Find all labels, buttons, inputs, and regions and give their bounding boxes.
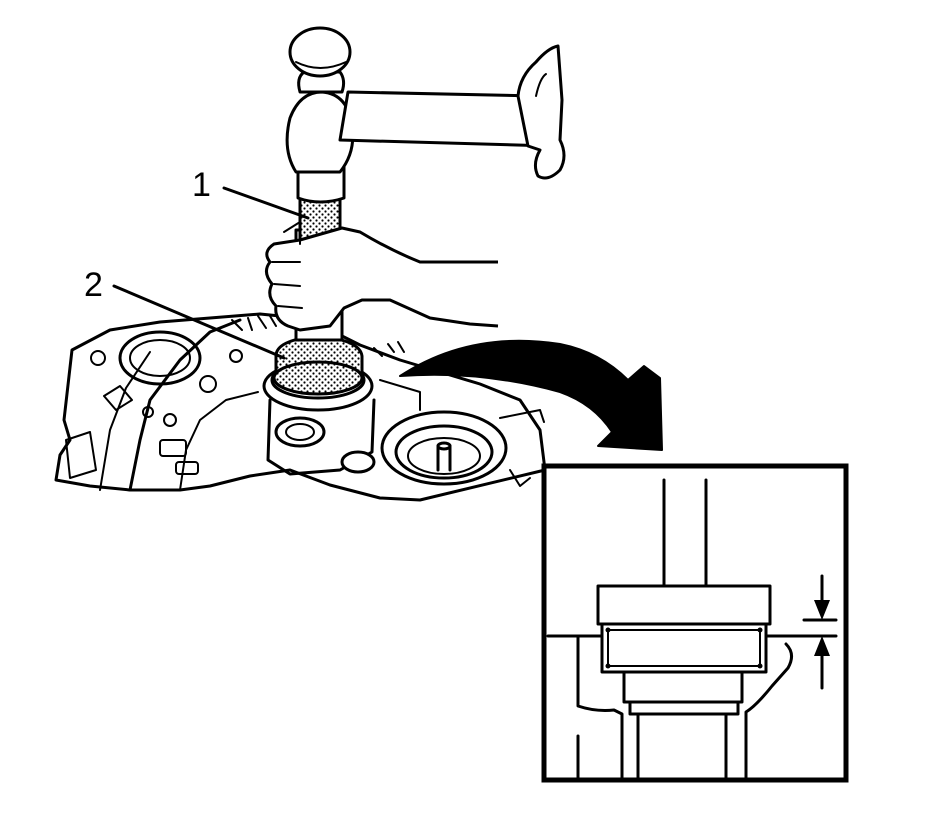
detail-inset: [541, 463, 849, 783]
inset-depth-dimension: [802, 574, 838, 690]
callout-2: 2: [84, 266, 286, 360]
callout-1: 1: [192, 166, 310, 220]
callout-label-1: 1: [192, 166, 211, 204]
hand-holding-hammer: [516, 44, 566, 180]
detail-arrow: [399, 339, 663, 451]
hammer: [285, 26, 554, 174]
inset-tool-section: [596, 478, 772, 716]
hand-holding-tool: [265, 221, 499, 332]
callout-label-2: 2: [84, 266, 103, 304]
inset-case-section: [546, 634, 838, 782]
